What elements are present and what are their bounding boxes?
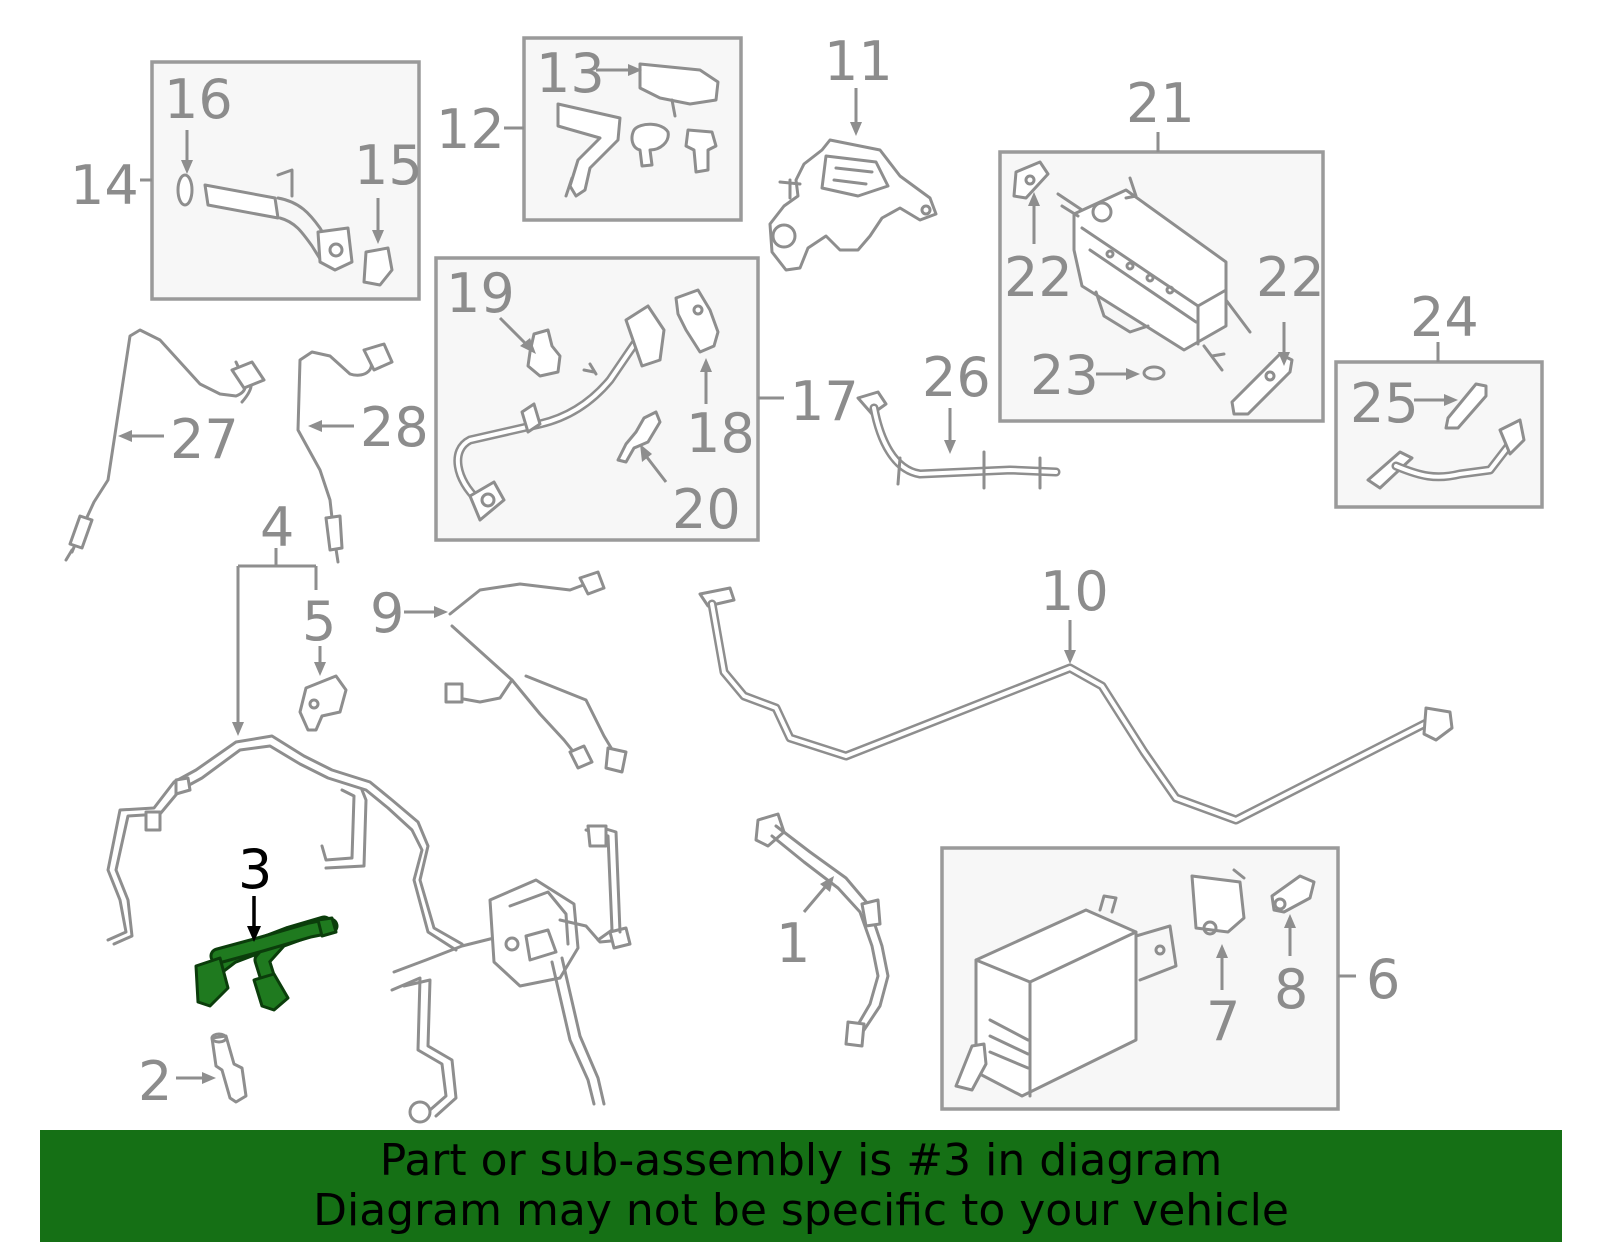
part-21-egr-cooler (1056, 176, 1252, 372)
part-12-bracket (556, 102, 622, 198)
part-20-sensor (616, 410, 662, 464)
callout-19: 19 (446, 262, 515, 325)
callout-24: 24 (1410, 286, 1479, 349)
callout-7: 7 (1206, 990, 1240, 1053)
callout-labels: 16 14 15 13 12 11 21 22 22 23 24 25 19 1… (70, 30, 1479, 1113)
part-6-canister (954, 894, 1178, 1098)
callout-8: 8 (1274, 958, 1308, 1021)
leader-lines (118, 64, 1458, 1084)
banner-line-2: Diagram may not be specific to your vehi… (313, 1185, 1289, 1236)
callout-1: 1 (776, 912, 810, 975)
part-13-sensor (638, 62, 720, 118)
callout-10: 10 (1040, 560, 1109, 623)
part-23-oring (1142, 365, 1166, 381)
callout-13: 13 (536, 42, 605, 105)
part-25-gasket (1444, 382, 1488, 430)
part-10-tube (698, 586, 1454, 825)
callout-28: 28 (360, 396, 429, 459)
part-28-o2-sensor (296, 342, 394, 564)
part-26-hose (856, 390, 1061, 490)
callout-11: 11 (824, 30, 893, 93)
part-7-solenoid (1190, 868, 1246, 936)
callout-22-left: 22 (1004, 246, 1073, 309)
callout-9: 9 (370, 582, 404, 645)
part-4-harness (106, 734, 632, 1124)
callout-6: 6 (1366, 948, 1400, 1011)
part-15-gasket (362, 246, 394, 287)
callout-27: 27 (170, 408, 239, 471)
part-2-sensor (210, 1032, 248, 1104)
part-5-sensor (298, 674, 348, 732)
part-1-sensor (754, 812, 890, 1048)
callout-4: 4 (260, 496, 294, 559)
part-3-hose-assembly (194, 915, 339, 1012)
callout-14: 14 (70, 154, 139, 217)
part-11-egr-valve (768, 138, 938, 272)
part-17-egr-tube (453, 304, 666, 522)
callout-16: 16 (164, 68, 233, 131)
part-14-tube (203, 168, 354, 272)
callout-15: 15 (354, 134, 423, 197)
callout-23: 23 (1030, 344, 1099, 407)
part-9-harness (444, 570, 628, 774)
info-banner: Part or sub-assembly is #3 in diagram Di… (40, 1130, 1562, 1242)
part-19-sensor (526, 328, 562, 378)
callout-5: 5 (302, 590, 336, 653)
callout-20: 20 (672, 478, 741, 541)
callout-22-right: 22 (1256, 246, 1325, 309)
banner-line-1: Part or sub-assembly is #3 in diagram (379, 1135, 1223, 1186)
part-12-hose (630, 122, 718, 174)
callout-12: 12 (436, 98, 505, 161)
callout-25: 25 (1350, 372, 1419, 435)
part-24-tube (1366, 418, 1526, 490)
part-22-gasket-left (1012, 160, 1050, 200)
callout-2: 2 (138, 1050, 172, 1113)
callout-17: 17 (790, 370, 859, 433)
callout-18: 18 (686, 402, 755, 465)
part-27-o2-sensor (64, 328, 266, 562)
callout-3: 3 (238, 838, 272, 901)
part-16-oring (176, 173, 194, 207)
part-8-valve (1270, 874, 1316, 914)
callout-21: 21 (1126, 72, 1195, 135)
part-18-gasket (674, 288, 720, 354)
callout-26: 26 (922, 346, 991, 409)
